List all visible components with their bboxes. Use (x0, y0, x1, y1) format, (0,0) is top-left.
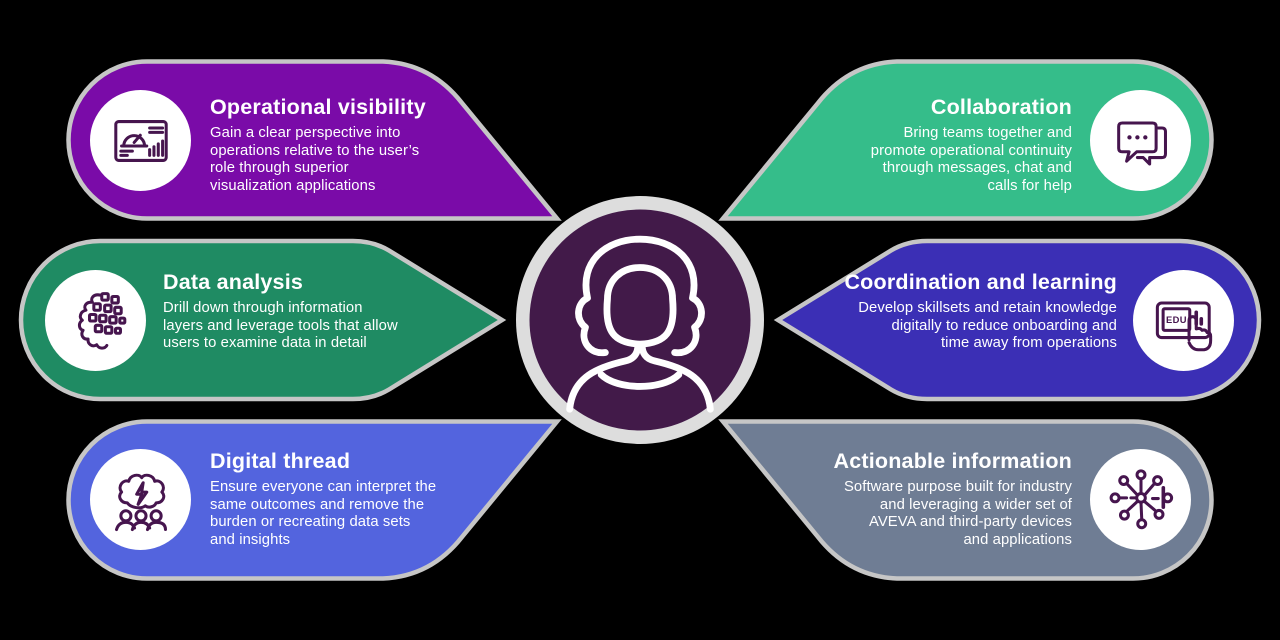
petal-description-actionable-information: Software purpose built for industry and … (843, 479, 1072, 548)
petal-description-coordination-and-learning: Develop skillsets and retain knowledge d… (858, 300, 1117, 352)
petal-title-actionable-information: Actionable information (833, 449, 1072, 473)
petal-shape-collaboration (718, 59, 1214, 221)
petal-title-digital-thread: Digital thread (210, 449, 351, 473)
petal-text-digital-thread: Digital thread Ensure everyone can inter… (210, 449, 472, 549)
petal-title-coordination-and-learning: Coordination and learning (844, 270, 1117, 294)
dashboard-gauge-icon (113, 119, 168, 162)
brain-team-icon (114, 473, 167, 531)
petal-shape-digital-thread (66, 419, 562, 581)
petal-title-operational-visibility: Operational visibility (210, 95, 426, 119)
petal-shape-actionable-information (718, 419, 1214, 581)
petal-title-collaboration: Collaboration (930, 95, 1072, 119)
petal-description-collaboration: Bring teams together and promote operati… (870, 125, 1072, 194)
operational-visibility-icon-circle (90, 90, 191, 191)
petal-description-digital-thread: Ensure everyone can interpret the same o… (210, 479, 437, 548)
digital-thread-icon-circle (90, 449, 191, 550)
data-analysis-icon-circle (45, 270, 146, 371)
petal-shape-coordination-and-learning (773, 238, 1262, 402)
petal-text-coordination-and-learning: Coordination and learning Develop skills… (832, 270, 1117, 353)
petal-text-data-analysis: Data analysis Drill down through informa… (163, 270, 435, 353)
data-cluster-icon (77, 291, 126, 350)
petal-text-operational-visibility: Operational visibility Gain a clear pers… (210, 95, 472, 195)
edu-tablet-icon: EDU (1155, 300, 1212, 351)
petal-text-collaboration: Collaboration Bring teams together and p… (810, 95, 1072, 195)
actionable-information-icon-circle (1090, 449, 1191, 550)
woman-avatar-icon (566, 235, 714, 413)
collaboration-icon-circle (1090, 90, 1191, 191)
petal-description-operational-visibility: Gain a clear perspective into operations… (210, 125, 420, 194)
petal-text-actionable-information: Actionable information Software purpose … (802, 449, 1072, 549)
coordination-and-learning-icon-circle: EDU (1133, 270, 1234, 371)
network-nodes-icon (1109, 468, 1173, 529)
petal-shape-data-analysis (18, 238, 507, 402)
petal-description-data-analysis: Drill down through information layers an… (163, 300, 398, 352)
petal-title-data-analysis: Data analysis (163, 270, 304, 294)
petal-shape-operational-visibility (66, 59, 562, 221)
chat-bubbles-icon (1116, 120, 1167, 166)
svg-text:EDU: EDU (1166, 315, 1187, 325)
